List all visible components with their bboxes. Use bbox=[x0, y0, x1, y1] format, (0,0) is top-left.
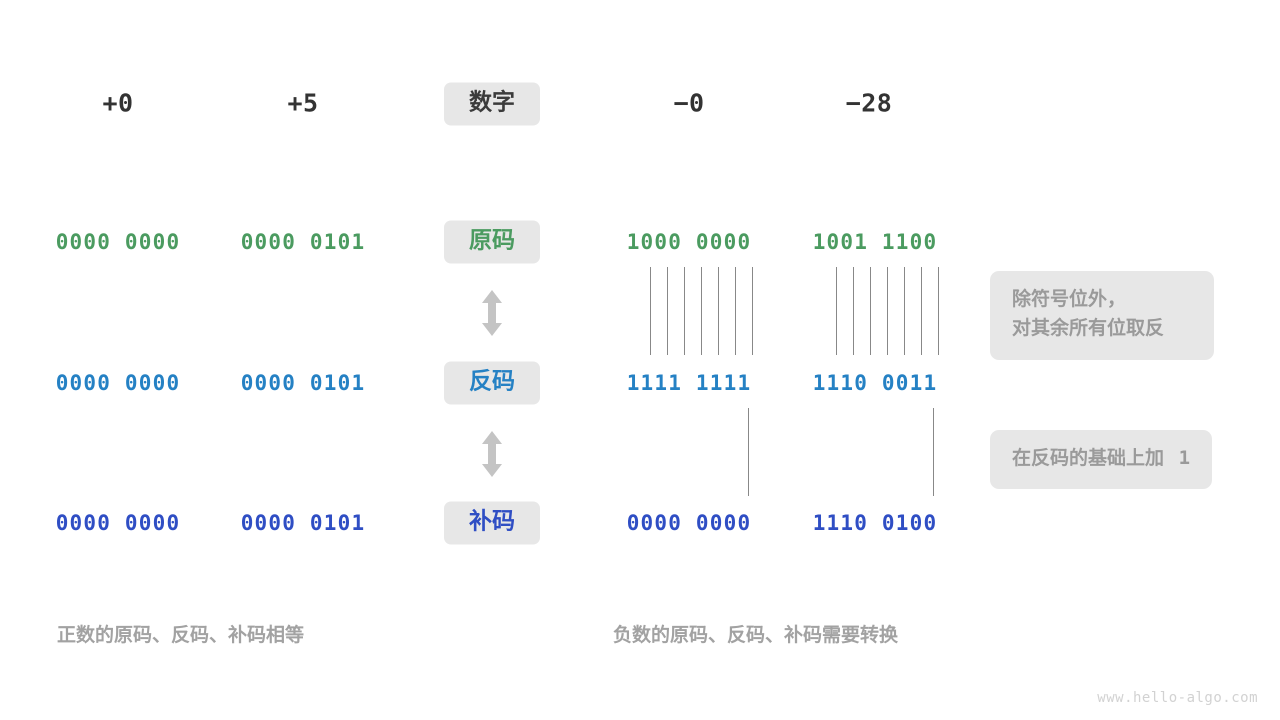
column-header-pos-zero: +0 bbox=[102, 88, 134, 118]
watermark: www.hello-algo.com bbox=[1097, 690, 1258, 706]
bits-sign-magnitude-neg-28: 1001 1100 bbox=[812, 230, 938, 254]
bits-ones-complement-neg-28: 1110 0011 bbox=[812, 371, 938, 395]
bits-twos-complement-pos-five: 0000 0101 bbox=[240, 511, 366, 535]
up-down-arrow-icon-1 bbox=[481, 290, 503, 336]
connector-lines-neg-zero bbox=[650, 267, 753, 355]
row-label-twos-complement: 补码 bbox=[444, 501, 540, 545]
bits-twos-complement-neg-28: 1110 0100 bbox=[812, 511, 938, 535]
bits-ones-complement-neg-zero: 1111 1111 bbox=[626, 371, 752, 395]
column-header-neg-zero: −0 bbox=[673, 88, 705, 118]
column-header-neg-28: −28 bbox=[845, 88, 893, 118]
bits-sign-magnitude-pos-five: 0000 0101 bbox=[240, 230, 366, 254]
caption-negative: 负数的原码、反码、补码需要转换 bbox=[613, 624, 899, 646]
note-add-one-value: 1 bbox=[1178, 447, 1191, 469]
note-invert-bits: 除符号位外， 对其余所有位取反 bbox=[990, 271, 1214, 360]
row-label-ones-complement: 反码 bbox=[444, 361, 540, 405]
connector-lines-neg-28 bbox=[836, 267, 939, 355]
bits-ones-complement-pos-zero: 0000 0000 bbox=[55, 371, 181, 395]
bits-twos-complement-neg-zero: 0000 0000 bbox=[626, 511, 752, 535]
bits-twos-complement-pos-zero: 0000 0000 bbox=[55, 511, 181, 535]
bits-ones-complement-pos-five: 0000 0101 bbox=[240, 371, 366, 395]
bits-sign-magnitude-neg-zero: 1000 0000 bbox=[626, 230, 752, 254]
note-invert-bits-line1: 除符号位外， bbox=[1012, 288, 1127, 310]
carry-line-neg-zero bbox=[748, 408, 749, 496]
bits-sign-magnitude-pos-zero: 0000 0000 bbox=[55, 230, 181, 254]
note-add-one-text: 在反码的基础上加 bbox=[1012, 447, 1165, 469]
caption-positive: 正数的原码、反码、补码相等 bbox=[57, 624, 305, 646]
up-down-arrow-icon-2 bbox=[481, 431, 503, 477]
row-label-number: 数字 bbox=[444, 82, 540, 126]
column-header-pos-five: +5 bbox=[287, 88, 319, 118]
row-label-sign-magnitude: 原码 bbox=[444, 220, 540, 264]
note-add-one: 在反码的基础上加 1 bbox=[990, 430, 1213, 490]
note-invert-bits-line2b: 对其余所有位取反 bbox=[1012, 317, 1165, 340]
carry-line-neg-28 bbox=[933, 408, 934, 496]
